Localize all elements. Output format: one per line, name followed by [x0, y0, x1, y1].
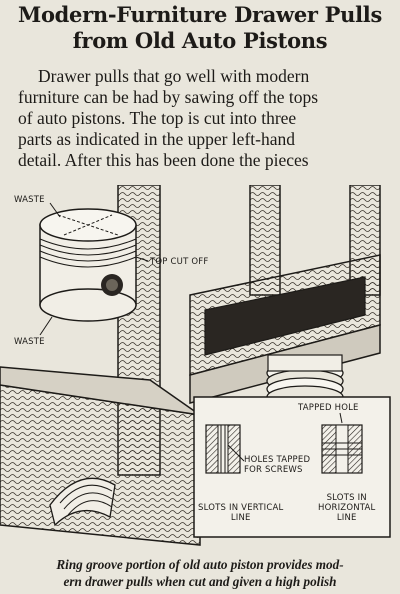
label-waste-top: WASTE — [14, 195, 45, 205]
illustration-drawing — [0, 184, 391, 546]
label-slots-vertical-line-2: LINE — [230, 513, 251, 523]
piston-drawing — [39, 202, 149, 336]
label-slots-vertical: SLOTS IN VERTICAL LINE — [198, 503, 283, 523]
label-slots-horizontal-line-1: SLOTS IN — [326, 493, 367, 503]
headline-line-1: Modern-Furniture Drawer Pulls — [18, 2, 382, 27]
body-line: parts as indicated in the upper left-han… — [18, 129, 295, 149]
label-waste-bottom: WASTE — [14, 337, 45, 347]
label-holes-tapped-line-2: FOR SCREWS — [244, 465, 303, 475]
figure-caption: Ring groove portion of old auto piston p… — [0, 556, 400, 590]
label-holes-tapped-line-1: HOLES TAPPED — [244, 455, 311, 465]
illustration: WASTE TOP CUT OFF WASTE TAPPED HOLE HOLE… — [0, 184, 400, 555]
body-line: of auto pistons. The top is cut into thr… — [18, 108, 297, 128]
article-headline: Modern-Furniture Drawer Pulls from Old A… — [0, 2, 400, 54]
detail-box — [193, 396, 391, 538]
label-slots-horizontal: SLOTS IN HORIZONTAL LINE — [318, 493, 375, 523]
headline-line-2: from Old Auto Pistons — [72, 28, 328, 53]
label-slots-horizontal-line-3: LINE — [336, 513, 357, 523]
upper-drawer-drawing — [189, 184, 381, 409]
body-line: furniture can be had by sawing off the t… — [18, 87, 319, 107]
caption-line-1: Ring groove portion of old auto piston p… — [56, 557, 344, 572]
label-top-cut-off: TOP CUT OFF — [150, 257, 209, 267]
label-slots-vertical-line-1: SLOTS IN VERTICAL — [198, 503, 284, 513]
label-holes-tapped: HOLES TAPPED FOR SCREWS — [244, 455, 310, 475]
label-tapped-hole: TAPPED HOLE — [298, 403, 359, 413]
article-body: Drawer pulls that go well with modern fu… — [18, 66, 388, 171]
body-line: detail. After this has been done the pie… — [18, 150, 309, 170]
caption-line-2: ern drawer pulls when cut and given a hi… — [63, 574, 337, 589]
lower-drawer-drawing — [0, 366, 201, 546]
body-line: Drawer pulls that go well with modern — [38, 66, 310, 86]
label-slots-horizontal-line-2: HORIZONTAL — [318, 503, 376, 513]
